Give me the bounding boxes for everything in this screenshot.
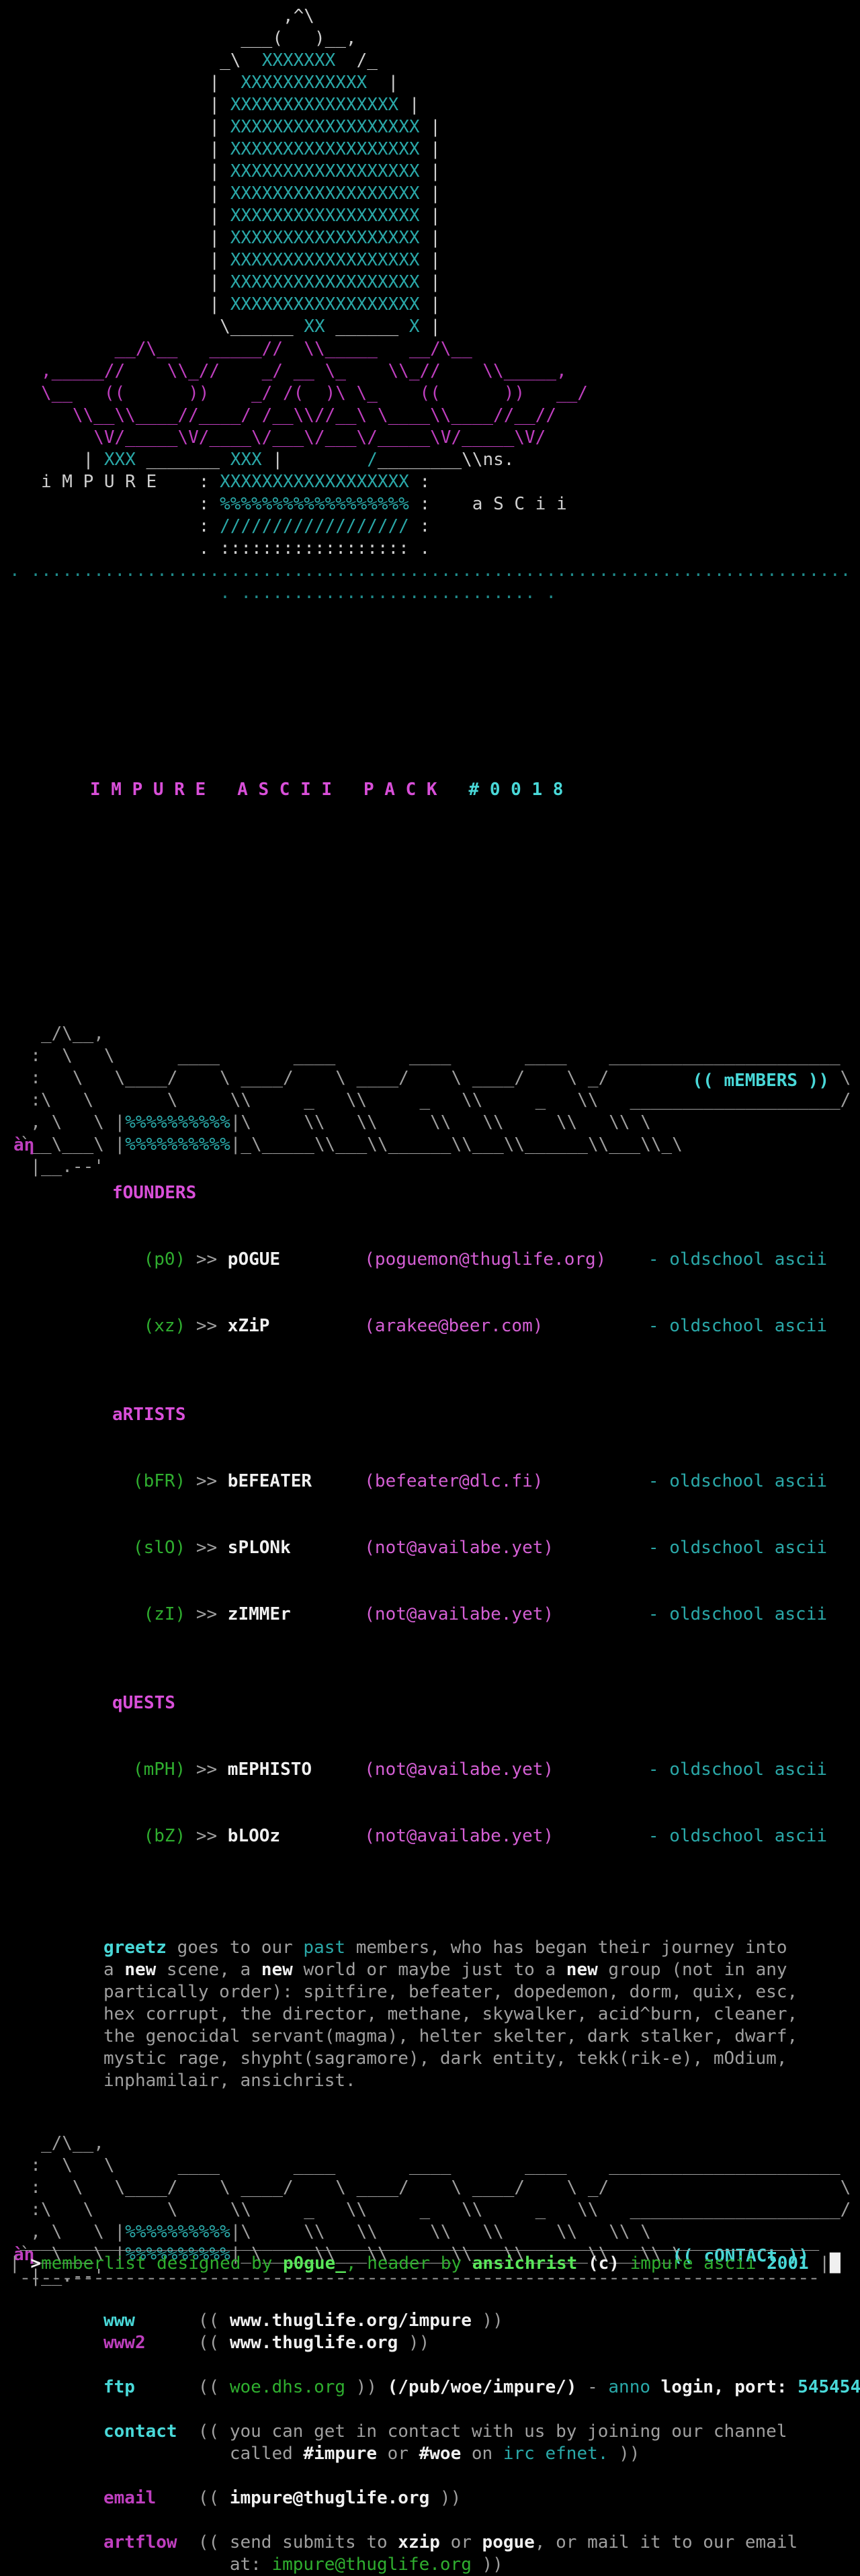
contact-label-artflow: artflow (103, 2532, 177, 2552)
member-role: - oldschool ascii (648, 1538, 828, 1558)
members-section-banner: _/\__, : \ \ ____ ____ ____ ____ _______… (9, 1023, 860, 1178)
member-row-mephisto: (mPH) >> mEPHISTO (not@availabe.yet) - oldsc… (70, 1737, 860, 1803)
greetz-paragraph: greetz goes to our past members, who has… (103, 1938, 798, 2091)
member-email: (arakee@beer.com) (364, 1316, 544, 1336)
member-role: - oldschool ascii (648, 1826, 828, 1846)
member-separator: >> (196, 1759, 218, 1780)
impure-ascii-logo-art: | XXX _______ XXX | /________\\ns. i M P… (9, 450, 567, 558)
member-name: sPLONk (227, 1538, 291, 1558)
pack-title-number: # 0 0 1 8 (437, 780, 564, 800)
castle-logo-art: ,^\ ___( )__, _\ XXXXXXX /_ | XXXXXXXXXX… (209, 6, 441, 337)
contact-value-www: (( www.thuglife.org/impure )) (198, 2311, 503, 2331)
member-separator: >> (196, 1538, 218, 1558)
member-row-befeater: (bFR) >> bEFEATER (befeater@dlc.fi) - oldsch… (70, 1448, 860, 1515)
group-label-founders: fOUNDERS (112, 1183, 197, 1203)
status-bar: ________________________________________… (9, 2231, 860, 2297)
group-label-quests: qUESTS (112, 1693, 175, 1713)
member-role: - oldschool ascii (648, 1471, 828, 1491)
member-handle-tag: (bZ) (143, 1826, 186, 1846)
member-name: pOGUE (227, 1249, 281, 1270)
contact-label-ftp: ftp (103, 2377, 135, 2397)
separator-dots: . ......................................… (9, 560, 851, 603)
member-separator: >> (196, 1471, 218, 1491)
contact-label-www2: www2 (103, 2333, 146, 2353)
member-row-splonk: (slO) >> sPLONk (not@availabe.yet) - oldscho… (70, 1515, 860, 1581)
ascii-pack-viewer: ,^\ ___( )__, _\ XXXXXXX /_ | XXXXXXXXXX… (9, 6, 860, 2575)
members-banner-title: (( mEMBERS )) (692, 1071, 830, 1091)
member-handle-tag: (xz) (143, 1316, 186, 1336)
contact-value-contact: (( you can get in contact with us by joi… (198, 2421, 787, 2464)
banner-ornament: àη (13, 2245, 35, 2265)
contact-row-artflow: artflow (( send submits to xzip or pogue… (103, 2532, 860, 2576)
member-handle-tag: (slO) (132, 1538, 186, 1558)
member-role: - oldschool ascii (648, 1604, 828, 1624)
member-row-blooz: (bZ) >> bLOOz (not@availabe.yet) - oldschool… (70, 1803, 860, 1870)
contact-label-www: www (103, 2311, 135, 2331)
contact-row-www: www (( www.thuglife.org/impure )) (103, 2310, 860, 2332)
member-separator: >> (196, 1316, 218, 1336)
member-email: (befeater@dlc.fi) (364, 1471, 544, 1491)
member-role: - oldschool ascii (648, 1249, 828, 1270)
member-row-xzip: (xz) >> xZiP (arakee@beer.com) - oldschool a… (70, 1293, 860, 1360)
contact-banner-title: (( cONTACt )) (672, 2246, 810, 2266)
member-name: mEPHISTO (227, 1759, 312, 1780)
member-separator: >> (196, 1604, 218, 1624)
contact-section-banner: _/\__, : \ \ ____ ____ ____ ____ _______… (9, 2132, 860, 2288)
group-label-artists: aRTISTS (112, 1405, 186, 1425)
member-separator: >> (196, 1826, 218, 1846)
member-name: bLOOz (227, 1826, 281, 1846)
member-role: - oldschool ascii (648, 1316, 828, 1336)
member-row-zimmer: (zI) >> zIMMEr (not@availabe.yet) - oldschoo… (70, 1581, 860, 1648)
member-email: (not@availabe.yet) (364, 1604, 554, 1624)
contact-value-www2: (( www.thuglife.org )) (198, 2333, 430, 2353)
member-name: xZiP (227, 1316, 270, 1336)
member-name: zIMMEr (227, 1604, 291, 1624)
member-email: (poguemon@thuglife.org) (364, 1249, 607, 1270)
contact-label-email: email (103, 2488, 157, 2508)
contact-value-email: (( impure@thuglife.org )) (198, 2488, 462, 2508)
contact-row-contact: contact (( you can get in contact with u… (103, 2421, 860, 2465)
contact-list: www (( www.thuglife.org/impure )) www2 (… (9, 2310, 860, 2576)
contact-value-artflow: (( send submits to xzip or pogue, or mai… (198, 2532, 798, 2575)
member-separator: >> (196, 1249, 218, 1270)
member-role: - oldschool ascii (648, 1759, 828, 1780)
statusbar-bottom-border: ¯¯¯¯¯¯¯¯¯¯¯¯¯¯¯¯¯¯¯¯¯¯¯¯¯¯¯¯¯¯¯¯¯¯¯¯¯¯¯¯… (9, 2276, 820, 2296)
contact-label-contact: contact (103, 2421, 177, 2442)
contact-row-ftp: ftp (( woe.dhs.org )) (/pub/woe/impure/)… (103, 2376, 860, 2399)
ornament-swirl-art: __/\__ _____// \\_____ __/\__ ,_____// \… (40, 339, 588, 448)
member-handle-tag: (zI) (143, 1604, 186, 1624)
member-handle-tag: (bFR) (132, 1471, 186, 1491)
member-name: bEFEATER (227, 1471, 312, 1491)
statusbar-text: | >memberlist designed by p0gue_, header… (9, 2253, 841, 2274)
banner-ornament: àη (13, 1135, 35, 1155)
member-email: (not@availabe.yet) (364, 1826, 554, 1846)
member-row-pogue: (p0) >> pOGUE (poguemon@thuglife.org) - olds… (70, 1227, 860, 1293)
member-handle-tag: (mPH) (132, 1759, 186, 1780)
member-email: (not@availabe.yet) (364, 1759, 554, 1780)
statusbar-top-border: ________________________________________… (9, 2231, 820, 2251)
contact-value-ftp: (( woe.dhs.org )) (/pub/woe/impure/) - a… (198, 2377, 860, 2397)
contact-banner-art: _/\__, : \ \ ____ ____ ____ ____ _______… (19, 2133, 851, 2286)
pack-title: I M P U R E A S C I I P A C K # 0 0 1 8 (90, 779, 860, 801)
member-list: fOUNDERS (p0) >> pOGUE (poguemon@thuglife.o… (9, 1182, 860, 1870)
contact-row-www2: www2 (( www.thuglife.org )) (103, 2332, 860, 2354)
member-email: (not@availabe.yet) (364, 1538, 554, 1558)
members-banner-art: _/\__, : \ \ ____ ____ ____ ____ _______… (19, 1024, 851, 1177)
pack-title-name: I M P U R E A S C I I P A C K (90, 780, 437, 800)
member-handle-tag: (p0) (143, 1249, 186, 1270)
contact-row-email: email (( impure@thuglife.org )) (103, 2487, 860, 2509)
